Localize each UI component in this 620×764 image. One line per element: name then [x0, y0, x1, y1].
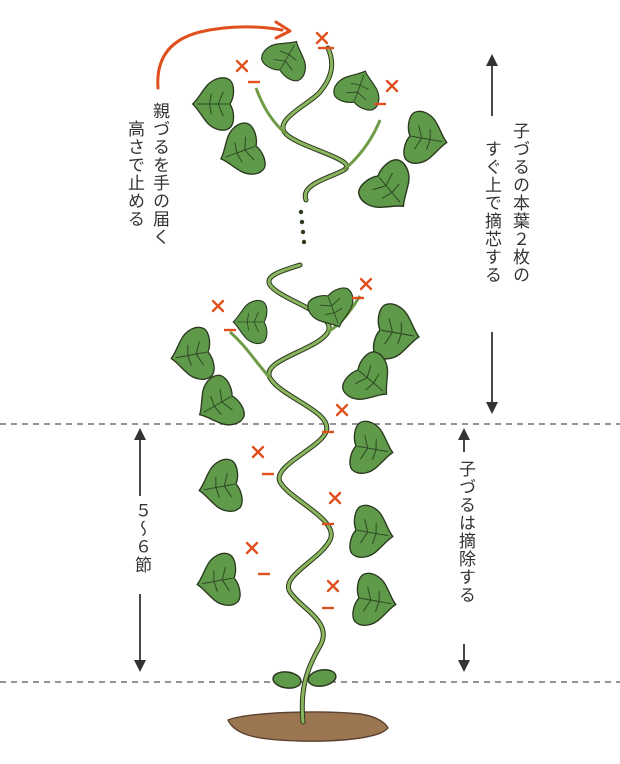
pinch-range-arrow — [486, 54, 498, 414]
annotation-node-count: ５〜６節 — [131, 502, 151, 574]
seed-leaves — [272, 669, 337, 689]
top-side-shoots — [191, 29, 453, 225]
middle-side-shoots — [165, 277, 425, 439]
annotation-pinch-line1: 子づるの本葉２枚の — [509, 122, 529, 284]
remove-range-arrow — [458, 428, 470, 672]
node-range-arrow — [134, 428, 146, 672]
guide-lines — [0, 423, 620, 683]
annotation-stop-height-line1: 親づるを手の届く — [149, 102, 169, 246]
soil-mound — [227, 711, 389, 742]
main-vine-lower — [266, 262, 334, 725]
annotation-remove-shoots: 子づるは摘除する — [455, 460, 475, 604]
continuation-dots — [298, 209, 307, 245]
stop-height-arrow — [156, 20, 292, 90]
annotation-pinch-line2: すぐ上で摘芯する — [481, 140, 501, 284]
annotation-stop-height-line2: 高さで止める — [124, 120, 144, 228]
main-vine-pinch-mark — [315, 31, 329, 45]
lower-pinch-marks — [245, 403, 349, 610]
